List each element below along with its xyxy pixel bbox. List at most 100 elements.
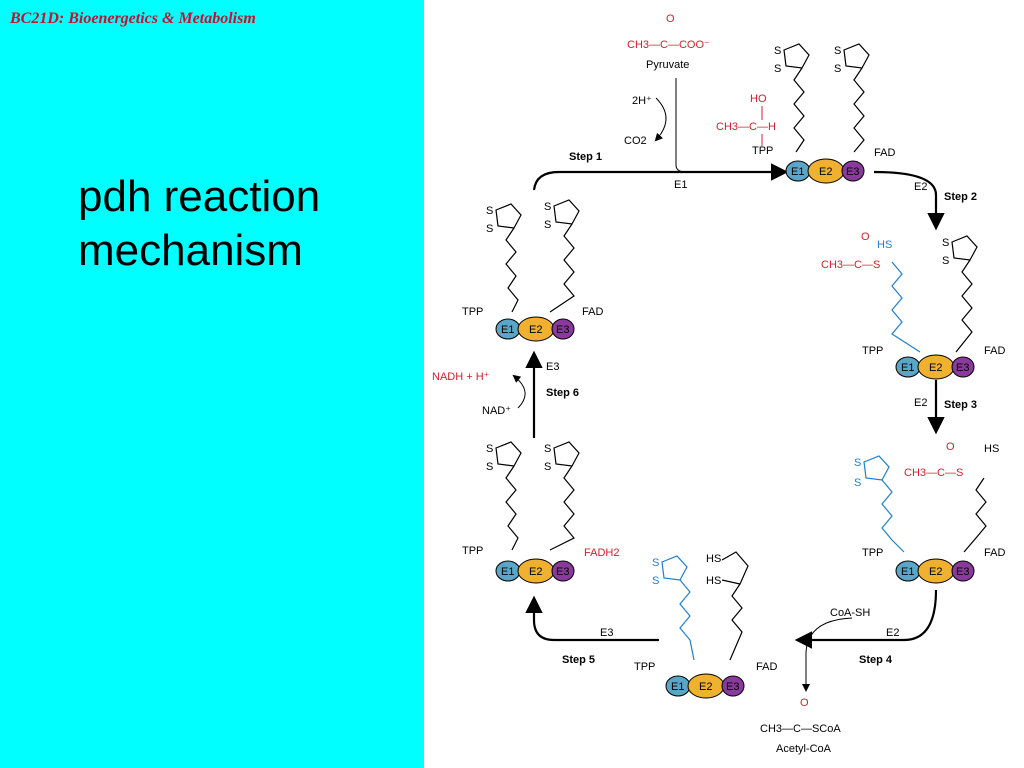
step5-enzyme: E3	[600, 627, 613, 639]
tpp-left: TPP	[462, 306, 483, 318]
coa-inflow-arrow	[805, 617, 853, 653]
e3-right-upper-label: E3	[956, 362, 969, 374]
coash-label: CoA-SH	[830, 607, 870, 619]
e2-lower-left-label: E2	[529, 566, 542, 578]
pdh-complex-left: TPP E1 E2 E3 FAD	[462, 306, 603, 342]
slide-title-line-1: pdh reaction	[78, 172, 321, 221]
e3-lower-left	[551, 560, 575, 582]
ring-bottom-s2: S	[652, 575, 659, 587]
ring-right-1-s1: S	[942, 237, 949, 249]
lipoyl-ring-top-2	[843, 43, 870, 69]
e1-left-label: E1	[501, 324, 514, 336]
lipoyl-ring-lower-left-1	[495, 441, 522, 467]
co2-label: CO2	[624, 135, 647, 147]
e1-right-lower-label: E1	[901, 566, 914, 578]
step1-label: Step 1	[569, 151, 602, 163]
step2-label: Step 2	[944, 191, 977, 203]
hs-2: HS	[984, 443, 999, 455]
hydroxyethyl-ho: HO	[750, 93, 767, 105]
acetylcoa-label: Acetyl-CoA	[776, 743, 832, 755]
step4-label: Step 4	[859, 654, 893, 666]
nad-arrow	[512, 374, 526, 409]
lipoyl-ring-right-1	[951, 235, 978, 261]
arm-right-2-blue	[881, 479, 905, 553]
ring-top-1-s2: S	[774, 63, 781, 75]
ring-left-2-s2: S	[544, 219, 551, 231]
e2-right-upper-label: E2	[929, 362, 942, 374]
step2-enzyme: E2	[914, 181, 927, 193]
fad-right-upper: FAD	[984, 345, 1005, 357]
pyruvate-oxygen: O	[666, 13, 675, 25]
pdh-complex-lower-left: TPP E1 E2 E3 FADH2	[462, 545, 619, 584]
ring-left-1-s1: S	[486, 205, 493, 217]
ring-right-2-s2: S	[854, 477, 861, 489]
arm-lower-left-1	[505, 465, 519, 551]
e1-bottom-label: E1	[671, 681, 684, 693]
lipoyl-ring-left-1	[495, 203, 522, 229]
pyruvate-formula: CH3—C—COO⁻	[627, 39, 710, 51]
arm-right-1-blue	[891, 261, 921, 353]
co2-release-arrow	[654, 97, 667, 142]
acetyl-lipoyl-1: CH3—C—S	[821, 259, 880, 271]
acetyl-oxygen-1: O	[861, 231, 870, 243]
e3-right-lower-label: E3	[956, 566, 969, 578]
ring-bottom-s1: S	[652, 557, 659, 569]
e3-top	[841, 160, 865, 182]
step3-label: Step 3	[944, 399, 977, 411]
lipoyl-ring-lower-left-2	[553, 441, 580, 467]
step4-arrow	[794, 589, 938, 649]
tpp-bottom: TPP	[634, 661, 655, 673]
step1-arrow	[532, 163, 789, 191]
lipoyl-ring-left-2	[553, 199, 580, 225]
course-title: BC21D: Bioenergetics & Metabolism	[10, 10, 256, 27]
e2-left-label: E2	[529, 324, 542, 336]
fad-left: FAD	[582, 306, 603, 318]
fadh2-lower-left: FADH2	[584, 547, 619, 559]
hs-4: HS	[706, 575, 721, 587]
ring-top-2-s2: S	[834, 63, 841, 75]
arm-right-2	[963, 477, 987, 553]
pdh-complex-bottom: TPP E1 E2 E3 FAD	[634, 661, 777, 699]
pdh-complex-top: TPP E1 E2 E3 FAD	[752, 145, 895, 184]
ring-right-2-s1: S	[854, 457, 861, 469]
acetylcoa-formula: CH3—C—SCoA	[760, 723, 841, 735]
step6-label: Step 6	[546, 387, 579, 399]
nadh-label: NADH + H⁺	[432, 371, 490, 383]
ring-left-1-s2: S	[486, 223, 493, 235]
arm-top-1	[793, 67, 805, 153]
e2-top-label: E2	[819, 166, 832, 178]
pdh-complex-right-lower: TPP E1 E2 E3 FAD	[862, 547, 1005, 584]
e3-right-lower	[951, 560, 975, 582]
step5-label: Step 5	[562, 654, 595, 666]
dithiol-chain-bottom	[721, 551, 749, 585]
slide-title-line-2: mechanism	[78, 226, 303, 275]
nad-label: NAD⁺	[482, 405, 511, 417]
ring-lower-left-2-s1: S	[544, 443, 551, 455]
ring-top-2-s1: S	[834, 45, 841, 57]
fad-right-lower: FAD	[984, 547, 1005, 559]
arm-top-2	[853, 67, 865, 153]
pyruvate-label: Pyruvate	[646, 59, 689, 71]
e3-bottom-label: E3	[726, 681, 739, 693]
arm-bottom	[729, 583, 743, 661]
fad-top: FAD	[874, 147, 895, 159]
pyruvate-inflow-arrow	[675, 78, 687, 173]
e3-right-upper	[951, 356, 975, 378]
e3-left	[551, 318, 575, 340]
e1-top-label: E1	[791, 166, 804, 178]
e3-left-label: E3	[556, 324, 569, 336]
lipoyl-ring-right-2	[863, 455, 890, 481]
lipoyl-ring-bottom	[661, 555, 688, 581]
ring-left-2-s1: S	[544, 201, 551, 213]
tpp-right-lower: TPP	[862, 547, 883, 559]
acetylcoa-oxygen: O	[800, 697, 809, 709]
arm-right-1	[955, 259, 973, 353]
arm-left-1	[505, 227, 519, 313]
slide-title: pdh reaction mechanism	[78, 170, 320, 278]
acetyl-oxygen-2: O	[946, 441, 955, 453]
arm-bottom-blue	[679, 579, 695, 661]
step6-enzyme: E3	[546, 361, 559, 373]
pdh-mechanism-figure: O CH3—C—COO⁻ Pyruvate 2H⁺ CO2 Step 1 E1 …	[424, 0, 1024, 768]
step3-enzyme: E2	[914, 397, 927, 409]
